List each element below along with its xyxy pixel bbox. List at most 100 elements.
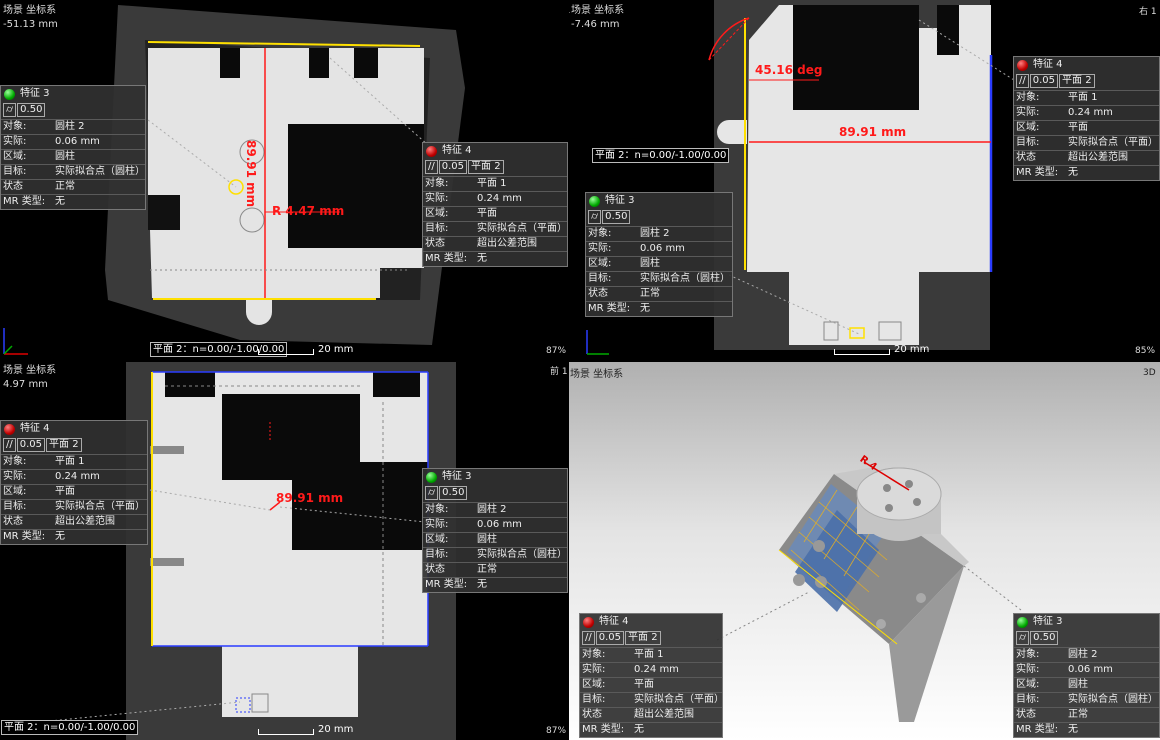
row-value: 平面 (1068, 122, 1088, 133)
row-label: 目标: (3, 501, 27, 512)
plane-label[interactable]: 平面 2：n=0.00/-1.00/0.00 (592, 148, 730, 163)
viewport-bottom-left[interactable]: 场景 坐标系 4.97 mm 前 1 89.91 mm 平面 2：n=0.00/… (0, 362, 569, 740)
distance-measurement[interactable]: 89.91 mm (276, 491, 344, 505)
row-value: 0.24 mm (634, 664, 679, 675)
row-value: 实际拟合点（平面） (634, 694, 724, 705)
row-value: 平面 (55, 486, 75, 497)
row-label: 对象: (588, 228, 612, 239)
row-label: 对象: (582, 649, 606, 660)
cylindricity-icon: ⌭ (588, 210, 602, 224)
row-value: 无 (477, 579, 487, 590)
row-label: 状态 (582, 709, 602, 720)
tolerance-value: 0.50 (439, 486, 468, 500)
row-label: 状态 (1016, 709, 1036, 720)
row-label: 区域: (3, 486, 27, 497)
row-value: 圆柱 2 (477, 504, 507, 515)
tolerance-datum: 平面 2 (1059, 74, 1095, 88)
row-label: 实际: (1016, 107, 1040, 118)
viewport-top-right[interactable]: 上 1 场景 坐标系 -7.46 mm 右 1 45.16 deg 89.91 … (569, 0, 1160, 362)
row-value: 圆柱 (1068, 679, 1088, 690)
row-label: 对象: (3, 121, 27, 132)
row-value: 0.06 mm (1068, 664, 1113, 675)
plane-label[interactable]: 平面 2：n=0.00/-1.00/0.00 (150, 342, 288, 357)
distance-measurement[interactable]: 89.91 mm (839, 125, 907, 139)
row-label: 目标: (425, 549, 449, 560)
row-label: 区域: (425, 208, 449, 219)
row-value: 0.24 mm (1068, 107, 1113, 118)
row-value: 平面 1 (634, 649, 664, 660)
row-label: 对象: (425, 178, 449, 189)
row-value: 正常 (1068, 709, 1088, 720)
plane-label[interactable]: 平面 2：n=0.00/-1.00/0.00 (1, 720, 139, 735)
row-label: 实际: (582, 664, 606, 675)
row-value: 圆柱 2 (640, 228, 670, 239)
tolerance-value: 0.05 (438, 160, 468, 174)
distance-measurement[interactable]: 89.91 mm (244, 140, 258, 208)
row-value: 圆柱 2 (55, 121, 85, 132)
row-value: 0.24 mm (55, 471, 100, 482)
radius-measurement[interactable]: R 4 (857, 453, 879, 474)
parallelism-icon: // (582, 631, 595, 645)
row-label: 状态 (425, 238, 445, 249)
row-value: 实际拟合点（圆柱） (477, 549, 567, 560)
row-label: 区域: (3, 151, 27, 162)
status-ok-icon (426, 471, 437, 483)
feature-name: 特征 4 (442, 145, 472, 156)
row-label: 实际: (3, 471, 27, 482)
row-label: MR 类型: (425, 253, 468, 264)
viewport-top-left[interactable]: 场景 坐标系 -51.13 mm 89.91 mm R 4.47 mm 平面 2… (0, 0, 569, 362)
status-ok-icon (4, 88, 15, 100)
viewport-title: 场景 坐标系 (570, 369, 624, 380)
row-label: MR 类型: (425, 579, 468, 590)
angle-measurement[interactable]: 45.16 deg (755, 63, 823, 77)
tolerance-value: 0.50 (602, 210, 631, 224)
cylindricity-icon: ⌭ (425, 486, 439, 500)
row-label: 对象: (1016, 649, 1040, 660)
row-label: 目标: (582, 694, 606, 705)
row-label: 目标: (1016, 137, 1040, 148)
row-label: 区域: (1016, 122, 1040, 133)
row-value: 无 (477, 253, 487, 264)
zoom-level: 87% (546, 346, 567, 356)
row-value: 平面 (477, 208, 497, 219)
row-value: 实际拟合点（平面） (1068, 137, 1158, 148)
feature-card-3[interactable]: 特征 3 ⌭0.50 对象:圆柱 2 实际:0.06 mm 区域:圆柱 目标:实… (0, 85, 146, 210)
view-orientation-label: 3D (1143, 368, 1156, 378)
radius-measurement[interactable]: R 4.47 mm (272, 204, 345, 218)
feature-name: 特征 4 (1033, 59, 1063, 70)
feature-card-3[interactable]: 特征 3 ⌭0.50 对象:圆柱 2 实际:0.06 mm 区域:圆柱 目标:实… (1013, 613, 1160, 738)
row-value: 平面 1 (477, 178, 507, 189)
feature-card-3[interactable]: 特征 3 ⌭0.50 对象:圆柱 2 实际:0.06 mm 区域:圆柱 目标:实… (585, 192, 733, 317)
row-label: MR 类型: (1016, 167, 1059, 178)
row-label: 区域: (588, 258, 612, 269)
tolerance-value: 0.05 (1029, 74, 1059, 88)
row-label: 目标: (425, 223, 449, 234)
row-value: 超出公差范围 (477, 238, 537, 249)
view-orientation-label: 前 1 (550, 367, 568, 377)
row-value: 无 (634, 724, 644, 735)
row-value: 0.06 mm (477, 519, 522, 530)
parallelism-icon: // (3, 438, 16, 452)
status-fail-icon (1017, 59, 1028, 71)
row-value: 实际拟合点（平面） (477, 223, 567, 234)
row-value: 正常 (477, 564, 497, 575)
row-value: 实际拟合点（圆柱） (1068, 694, 1158, 705)
row-label: 对象: (425, 504, 449, 515)
view-orientation-label: 右 1 (1139, 7, 1157, 17)
row-value: 无 (1068, 167, 1078, 178)
feature-name: 特征 3 (442, 471, 472, 482)
zoom-level: 85% (1135, 346, 1156, 356)
zoom-level: 87% (546, 726, 567, 736)
row-value: 超出公差范围 (634, 709, 694, 720)
row-label: MR 类型: (3, 531, 46, 542)
feature-card-3[interactable]: 特征 3 ⌭0.50 对象:圆柱 2 实际:0.06 mm 区域:圆柱 目标:实… (422, 468, 568, 593)
row-value: 圆柱 (55, 151, 75, 162)
parallelism-icon: // (425, 160, 438, 174)
row-label: MR 类型: (3, 196, 46, 207)
